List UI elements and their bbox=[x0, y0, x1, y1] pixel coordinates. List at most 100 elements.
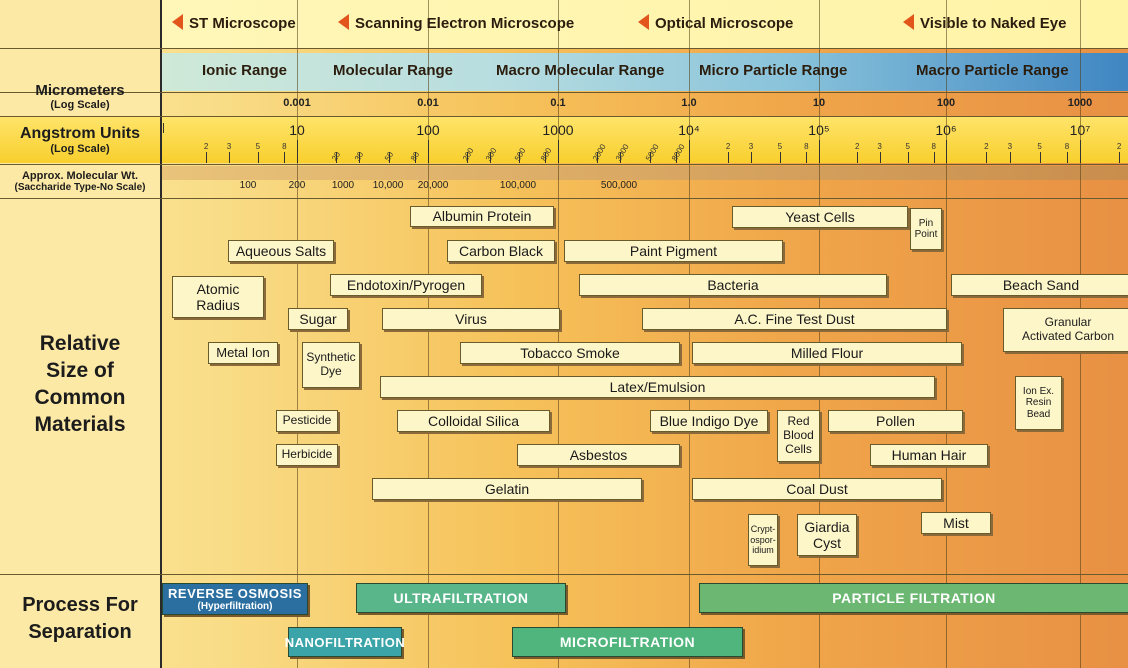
angstrom-minor-tick bbox=[388, 152, 390, 163]
angstrom-minor-tick bbox=[206, 152, 208, 163]
micrometer-tick-label: 1000 bbox=[1067, 97, 1093, 109]
material-pin-point: Pin Point bbox=[910, 208, 942, 250]
material-ion-ex-resin-bead: Ion Ex. Resin Bead bbox=[1015, 376, 1062, 430]
row-divider bbox=[0, 92, 1128, 93]
angstrom-minor-label: 2 bbox=[203, 142, 209, 151]
angstrom-minor-tick bbox=[620, 152, 622, 163]
angstrom-label: Angstrom Units (Log Scale) bbox=[20, 125, 140, 155]
grid-line bbox=[819, 0, 820, 668]
micrometer-tick-label: 0.001 bbox=[283, 97, 311, 109]
process-ultrafiltration: ULTRAFILTRATION bbox=[356, 583, 566, 613]
material-granular-activated-carbon: Granular Activated Carbon bbox=[1003, 308, 1128, 352]
angstrom-minor-tick bbox=[907, 152, 909, 163]
angstrom-major-label: 10⁷ bbox=[1069, 122, 1091, 138]
angstrom-major-label: 10⁶ bbox=[935, 122, 957, 138]
angstrom-minor-tick bbox=[728, 152, 730, 163]
molecular-weight-tick-label: 10,000 bbox=[372, 180, 404, 191]
row-divider bbox=[0, 164, 1128, 165]
material-human-hair: Human Hair bbox=[870, 444, 988, 466]
molecular-weight-tick-label: 500,000 bbox=[600, 180, 638, 191]
angstrom-minor-label: 8 bbox=[931, 142, 936, 151]
material-red-blood-cells: Red Blood Cells bbox=[777, 410, 820, 462]
angstrom-minor-tick bbox=[518, 152, 520, 163]
material-mist: Mist bbox=[921, 512, 991, 534]
micrometers-label: Micrometers (Log Scale) bbox=[35, 82, 125, 111]
angstrom-minor-tick bbox=[649, 152, 651, 163]
angstrom-minor-label: 3 bbox=[748, 142, 754, 151]
angstrom-minor-tick bbox=[676, 152, 678, 163]
angstrom-minor-tick bbox=[545, 152, 547, 163]
left-label-column bbox=[0, 0, 161, 668]
row-divider bbox=[0, 48, 1128, 49]
micrometer-tick-label: 100 bbox=[936, 97, 956, 109]
material-synthetic-dye: Synthetic Dye bbox=[302, 342, 360, 388]
angstrom-minor-label: 8 bbox=[804, 142, 809, 151]
angstrom-major-tick bbox=[297, 140, 298, 163]
grid-line bbox=[558, 0, 559, 668]
material-pesticide: Pesticide bbox=[276, 410, 338, 432]
microscope-sem: Scanning Electron Microscope bbox=[338, 14, 574, 32]
angstrom-major-label: 10 bbox=[289, 122, 305, 138]
range-ionic: Ionic Range bbox=[202, 62, 288, 79]
angstrom-strip bbox=[0, 117, 1128, 163]
microscope-optical: Optical Microscope bbox=[638, 14, 793, 32]
angstrom-minor-label: 2 bbox=[984, 142, 989, 151]
material-yeast-cells: Yeast Cells bbox=[732, 206, 908, 228]
arrow-left-icon bbox=[638, 14, 649, 30]
process-label: REVERSE OSMOSIS bbox=[168, 586, 302, 601]
angstrom-major-tick bbox=[819, 140, 820, 163]
angstrom-minor-tick bbox=[857, 152, 859, 163]
angstrom-minor-tick bbox=[879, 152, 881, 163]
material-sugar: Sugar bbox=[288, 308, 348, 330]
grid-line bbox=[297, 0, 298, 668]
process-label: Process For Separation bbox=[22, 594, 138, 643]
molecular-weight-tick-label: 100 bbox=[239, 180, 257, 191]
angstrom-minor-label: 8 bbox=[282, 142, 287, 151]
angstrom-minor-label: 5 bbox=[777, 142, 783, 151]
molecular-weight-tick-label: 20,000 bbox=[417, 180, 449, 191]
row-divider bbox=[0, 574, 1128, 575]
process-particle-filtration: PARTICLE FILTRATION bbox=[699, 583, 1128, 613]
microscope-naked-eye: Visible to Naked Eye bbox=[903, 14, 1066, 32]
angstrom-minor-tick bbox=[336, 152, 338, 163]
angstrom-major-tick bbox=[558, 140, 559, 163]
material-blue-indigo-dye: Blue Indigo Dye bbox=[650, 410, 768, 432]
molecular-weight-tick-label: 200 bbox=[288, 180, 306, 191]
grid-line bbox=[689, 0, 690, 668]
material-tobacco-smoke: Tobacco Smoke bbox=[460, 342, 680, 364]
microscope-st: ST Microscope bbox=[172, 14, 296, 32]
range-molecular: Molecular Range bbox=[333, 62, 454, 79]
angstrom-minor-label: 5 bbox=[905, 142, 910, 151]
process-microfiltration: MICROFILTRATION bbox=[512, 627, 743, 657]
material-crypt-ospor-idium: Crypt- ospor- idium bbox=[748, 514, 778, 566]
material-milled-flour: Milled Flour bbox=[692, 342, 962, 364]
process-label: ULTRAFILTRATION bbox=[393, 590, 529, 606]
material-atomic-radius: Atomic Radius bbox=[172, 276, 264, 318]
angstrom-minor-tick bbox=[806, 152, 808, 163]
arrow-left-icon bbox=[172, 14, 183, 30]
material-endotoxin-pyrogen: Endotoxin/Pyrogen bbox=[330, 274, 482, 296]
angstrom-minor-label: 8 bbox=[1064, 142, 1070, 151]
angstrom-major-label: 10⁴ bbox=[678, 122, 700, 138]
material-carbon-black: Carbon Black bbox=[447, 240, 555, 262]
angstrom-major-label: 10⁵ bbox=[808, 122, 830, 138]
micrometer-tick-label: 0.1 bbox=[550, 97, 566, 109]
angstrom-minor-tick bbox=[986, 152, 988, 163]
range-macro-particle: Macro Particle Range bbox=[916, 62, 1069, 79]
micrometer-tick-label: 1.0 bbox=[681, 97, 697, 109]
micrometer-tick-label: 0.01 bbox=[417, 97, 439, 109]
material-metal-ion: Metal Ion bbox=[208, 342, 278, 364]
angstrom-major-tick bbox=[946, 140, 947, 163]
left-column-divider bbox=[160, 0, 162, 668]
angstrom-minor-tick bbox=[257, 152, 259, 163]
molecular-weight-strip bbox=[162, 166, 1128, 180]
angstrom-minor-tick bbox=[933, 152, 935, 163]
range-micro-particle: Micro Particle Range bbox=[699, 62, 848, 79]
angstrom-minor-tick bbox=[415, 152, 417, 163]
angstrom-minor-tick bbox=[1067, 152, 1068, 163]
material-latex-emulsion: Latex/Emulsion bbox=[380, 376, 935, 398]
molecular-weight-tick-label: 1000 bbox=[331, 180, 355, 191]
angstrom-major-tick bbox=[428, 140, 429, 163]
grid-line bbox=[428, 0, 429, 668]
